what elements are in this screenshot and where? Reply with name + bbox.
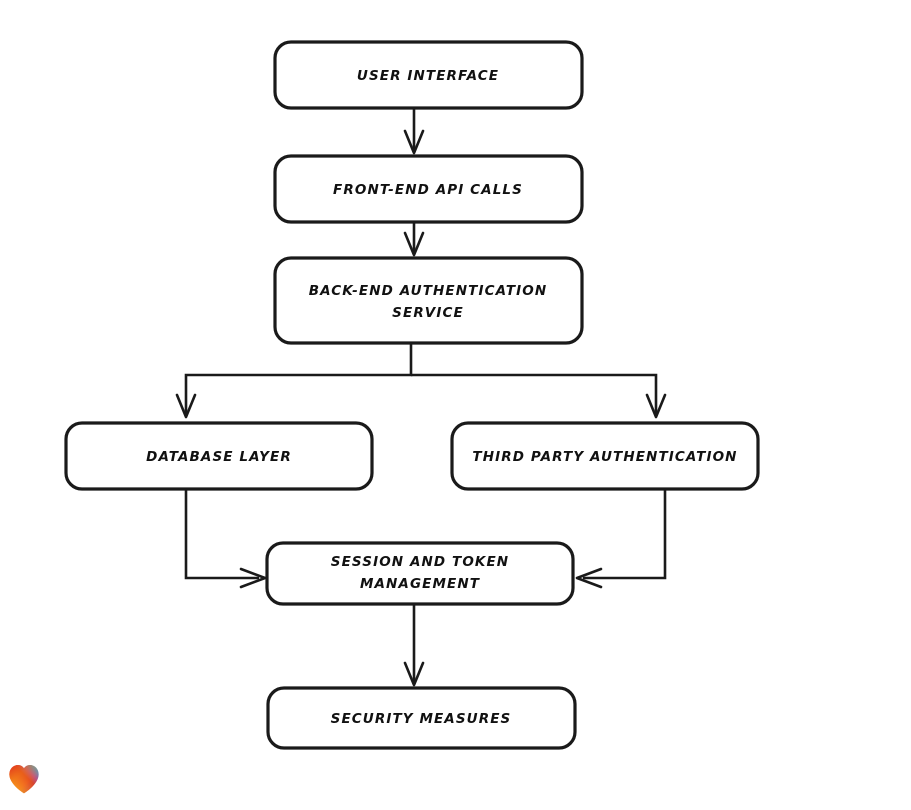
node-user-interface[interactable]: USER INTERFACE xyxy=(273,40,584,110)
node-security-measures-label: SECURITY MEASURES xyxy=(331,711,512,727)
node-database-layer-label: DATABASE LAYER xyxy=(146,449,292,465)
node-front-end-api-calls-box[interactable] xyxy=(273,154,584,224)
edge-database-layer-to-session-and-token-management xyxy=(184,489,267,589)
node-back-end-authentication-service-label-line2: SERVICE xyxy=(392,305,464,321)
edge-user-interface-to-front-end-api-calls xyxy=(403,108,425,155)
node-third-party-authentication-label: THIRD PARTY AUTHENTICATION xyxy=(472,449,737,465)
heart-icon xyxy=(7,762,41,796)
node-back-end-authentication-service-box[interactable] xyxy=(273,256,584,345)
node-front-end-api-calls[interactable]: FRONT-END API CALLS xyxy=(273,154,584,224)
node-third-party-authentication[interactable]: THIRD PARTY AUTHENTICATION xyxy=(450,421,760,491)
node-database-layer-box[interactable] xyxy=(64,421,374,491)
edge-third-party-authentication-to-session-and-token-management xyxy=(575,489,667,589)
node-front-end-api-calls-label: FRONT-END API CALLS xyxy=(333,182,523,198)
node-user-interface-box[interactable] xyxy=(273,40,584,110)
node-database-layer[interactable]: DATABASE LAYER xyxy=(64,421,374,491)
node-back-end-authentication-service[interactable]: BACK-END AUTHENTICATION SERVICE xyxy=(273,256,584,345)
edge-back-end-authentication-service-to-database-layer xyxy=(175,343,413,419)
node-third-party-authentication-box[interactable] xyxy=(450,421,760,491)
heart-icon-glyph xyxy=(9,764,39,794)
edge-back-end-authentication-service-to-third-party-authentication xyxy=(411,373,667,419)
edge-session-and-token-management-to-security-measures xyxy=(403,603,425,687)
node-session-and-token-management-label-line2: MANAGEMENT xyxy=(360,576,481,592)
node-session-and-token-management-box[interactable] xyxy=(265,541,575,606)
node-session-and-token-management[interactable]: SESSION AND TOKEN MANAGEMENT xyxy=(265,541,575,606)
node-session-and-token-management-label-line1: SESSION AND TOKEN xyxy=(331,554,509,570)
node-back-end-authentication-service-label-line1: BACK-END AUTHENTICATION xyxy=(309,283,548,299)
edge-front-end-api-calls-to-back-end-authentication-service xyxy=(403,222,425,257)
node-security-measures-box[interactable] xyxy=(266,686,577,750)
node-user-interface-label: USER INTERFACE xyxy=(357,68,499,84)
node-security-measures[interactable]: SECURITY MEASURES xyxy=(266,686,577,750)
